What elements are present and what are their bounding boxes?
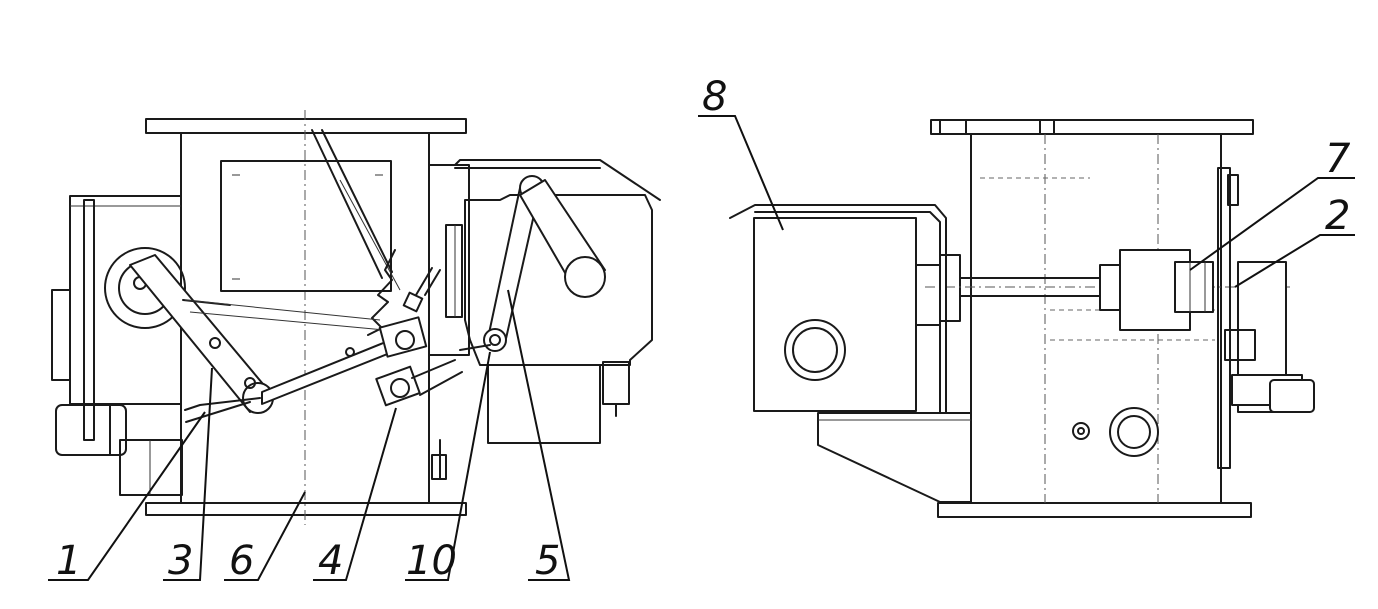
leader-10: [405, 351, 491, 581]
leader-1: [48, 411, 206, 581]
callout-10: 10: [406, 538, 457, 584]
callout-7: 7: [1325, 136, 1351, 182]
callout-6: 6: [229, 538, 254, 584]
left-view: [51, 110, 661, 525]
leader-lines: [48, 115, 1355, 581]
leader-2: [1234, 234, 1355, 288]
right-view: [729, 119, 1315, 518]
callout-1: 1: [56, 538, 81, 584]
leader-6: [224, 491, 306, 581]
leader-8: [698, 115, 784, 231]
leader-5: [507, 289, 571, 581]
callout-8: 8: [702, 74, 727, 120]
leader-4: [313, 407, 397, 581]
leader-3: [163, 367, 213, 581]
leader-7: [1189, 177, 1355, 271]
callout-2: 2: [1325, 193, 1350, 239]
callout-3: 3: [168, 538, 193, 584]
callout-labels: 1 3 6 4 10 5 8 7 2: [56, 74, 1351, 584]
callout-5: 5: [535, 538, 560, 584]
callout-4: 4: [318, 538, 343, 584]
